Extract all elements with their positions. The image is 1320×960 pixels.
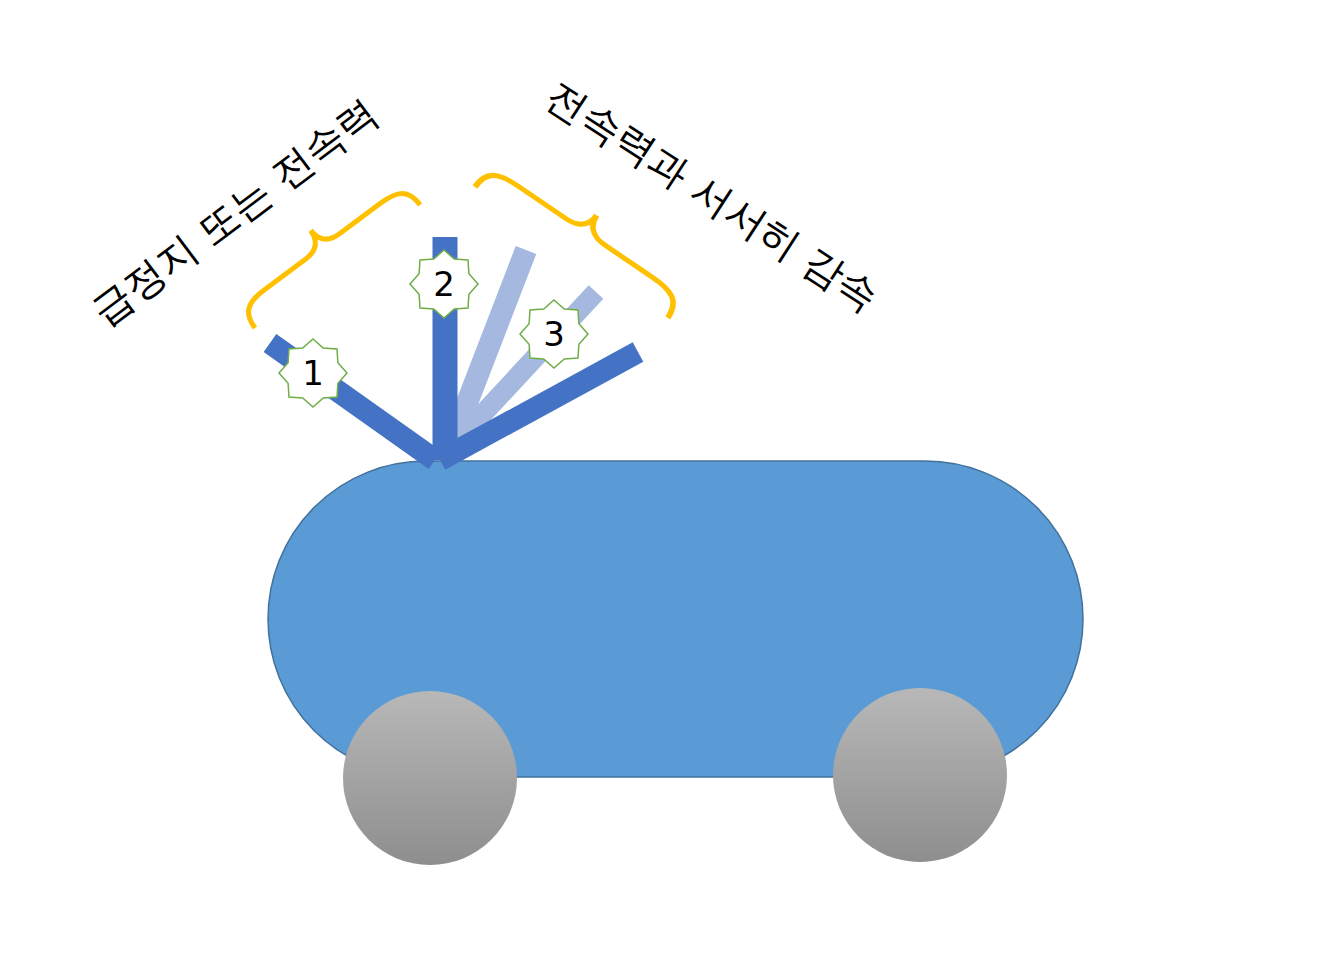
- wheel: [833, 688, 1007, 862]
- lever: [440, 352, 638, 460]
- star-badge: [410, 250, 478, 318]
- callout-number: 1: [302, 356, 324, 390]
- star-badges: [279, 250, 588, 407]
- range-caption: 전속력과 서서히 감속: [540, 74, 885, 317]
- wheel: [343, 691, 517, 865]
- range-caption: 급정지 또는 전속력: [85, 92, 385, 332]
- lever-group: [270, 237, 638, 460]
- lever: [433, 237, 458, 460]
- star-badge: [279, 339, 347, 407]
- star-badge: [520, 300, 588, 368]
- callout-number: 3: [543, 317, 565, 351]
- callout-number: 2: [433, 267, 455, 301]
